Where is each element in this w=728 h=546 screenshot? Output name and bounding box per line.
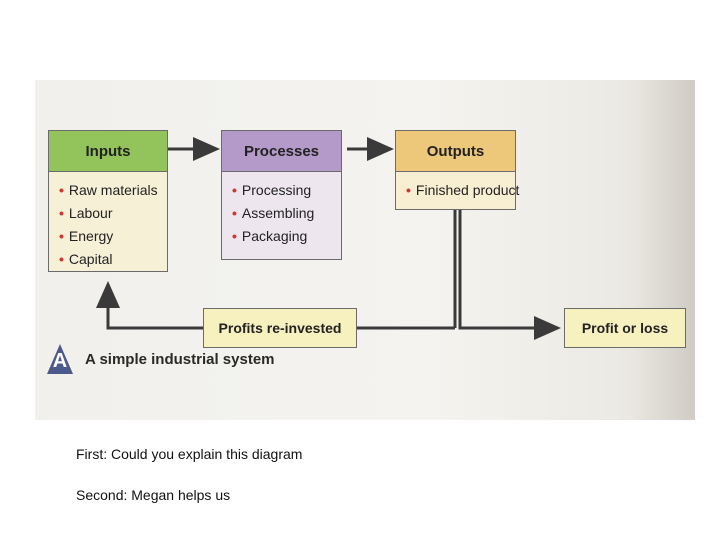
outputs-box: Outputs •Finished product (395, 130, 519, 210)
profit-or-loss-box: Profit or loss (564, 308, 686, 348)
list-item: •Energy (59, 228, 114, 244)
list-item: •Packaging (232, 228, 308, 244)
processes-header: Processes (222, 131, 341, 172)
figure-caption: A A simple industrial system (47, 344, 275, 374)
processes-list: •Processing •Assembling •Packaging (232, 179, 314, 248)
caption-letter-badge: A (47, 344, 73, 374)
processes-box: Processes •Processing •Assembling •Packa… (221, 130, 342, 260)
note-second: Second: Megan helps us (76, 487, 231, 503)
list-item: •Capital (59, 251, 113, 267)
note-first: First: Could you explain this diagram (76, 446, 303, 462)
list-item: •Labour (59, 205, 113, 221)
inputs-box: Inputs •Raw materials •Labour •Energy •C… (48, 130, 168, 272)
outputs-header: Outputs (396, 131, 515, 172)
list-item: •Finished product (406, 182, 520, 198)
profits-reinvested-label: Profits re-invested (218, 320, 342, 336)
outputs-list: •Finished product (406, 179, 519, 202)
flow-arrows (96, 137, 561, 340)
inputs-title: Inputs (85, 142, 131, 160)
arrow-profits-to-inputs (96, 281, 203, 330)
arrow-to-profit-or-loss (458, 210, 561, 340)
list-item: •Raw materials (59, 182, 158, 198)
caption-text: A simple industrial system (85, 350, 275, 368)
list-item: •Assembling (232, 205, 315, 221)
list-item: •Processing (232, 182, 312, 198)
inputs-list: •Raw materials •Labour •Energy •Capital (59, 179, 158, 271)
profits-reinvested-box: Profits re-invested (203, 308, 357, 348)
inputs-header: Inputs (49, 131, 167, 172)
processes-title: Processes (243, 142, 320, 160)
profit-or-loss-label: Profit or loss (581, 320, 669, 336)
outputs-title: Outputs (426, 142, 485, 160)
